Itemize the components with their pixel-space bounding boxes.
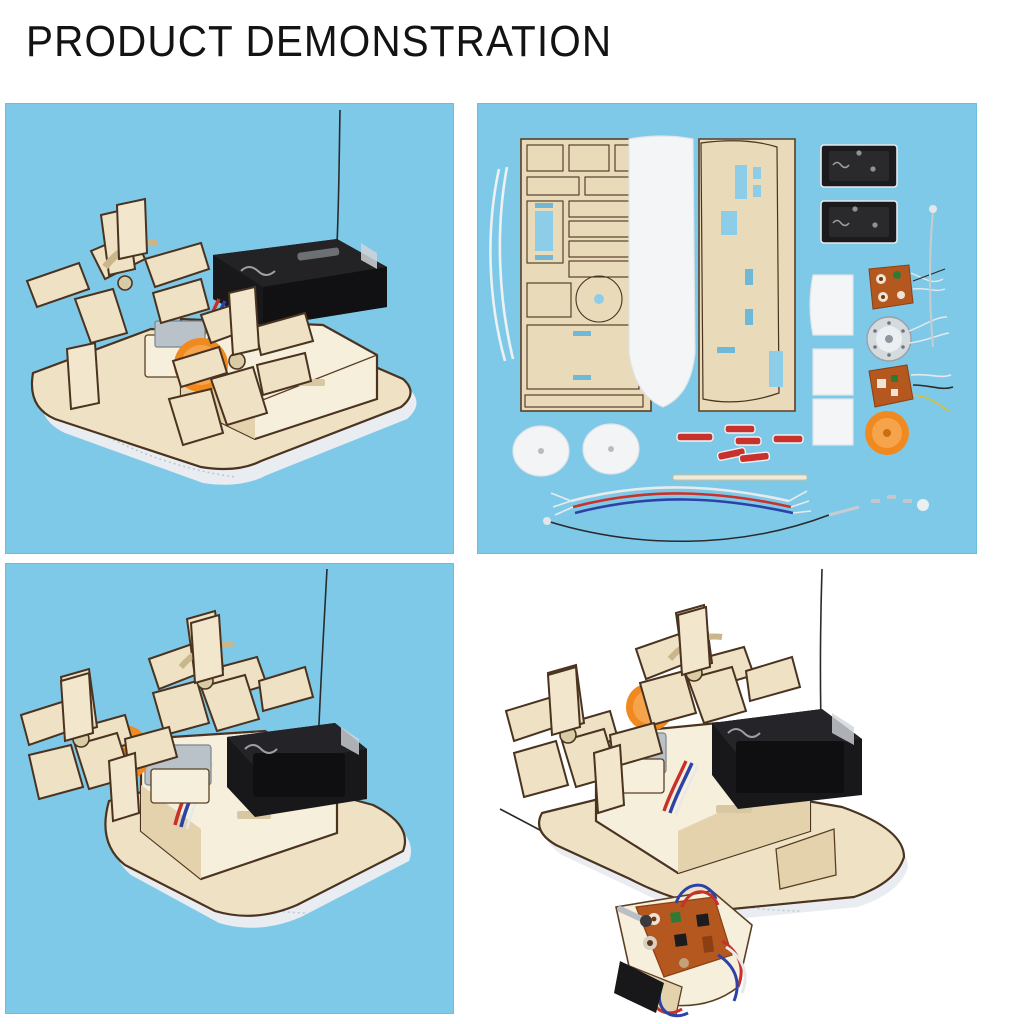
panel-parts-kit [477,103,977,554]
receiver-board [868,264,946,310]
red-tube-segments [676,424,804,464]
page-title: PRODUCT DEMONSTRATION [26,17,613,66]
remote-controller [614,883,753,1018]
motor-wires [662,760,700,816]
assembled-boat-angled-illustration [25,109,417,485]
dc-motor [866,316,950,362]
small-hardware [871,495,929,511]
transmitter-board [868,364,954,412]
plywood-sheet-right [698,138,796,412]
orange-pulley [865,411,909,455]
white-pulleys [512,423,640,477]
foam-strips [809,274,854,446]
panel-assembled-boat-angled [5,103,454,554]
paddle-wheel-rear [147,609,315,737]
parts-kit-illustration [489,135,954,542]
battery-holder [227,723,367,817]
rudder-fins [59,613,225,823]
assembled-boat-side-illustration [19,568,412,928]
dowel-axle [672,474,808,481]
wire-bundle [550,486,812,516]
panel-boat-with-remote [470,563,1024,1024]
battery-holder-kit-2 [820,200,898,244]
antenna-wires [543,505,860,542]
rudder-fins [65,197,261,411]
paddle-wheel-rear [634,603,802,727]
boat-with-remote-illustration [499,568,908,1018]
foam-hull-blank [628,135,696,408]
paddle-wheel-front [25,207,211,345]
cable-ties [489,166,515,362]
battery-holder [712,709,862,809]
battery-holder-kit-1 [820,144,898,188]
panel-assembled-boat-side [5,563,454,1014]
paddle-wheel-rear [167,299,315,447]
rudder-fins [546,605,712,815]
